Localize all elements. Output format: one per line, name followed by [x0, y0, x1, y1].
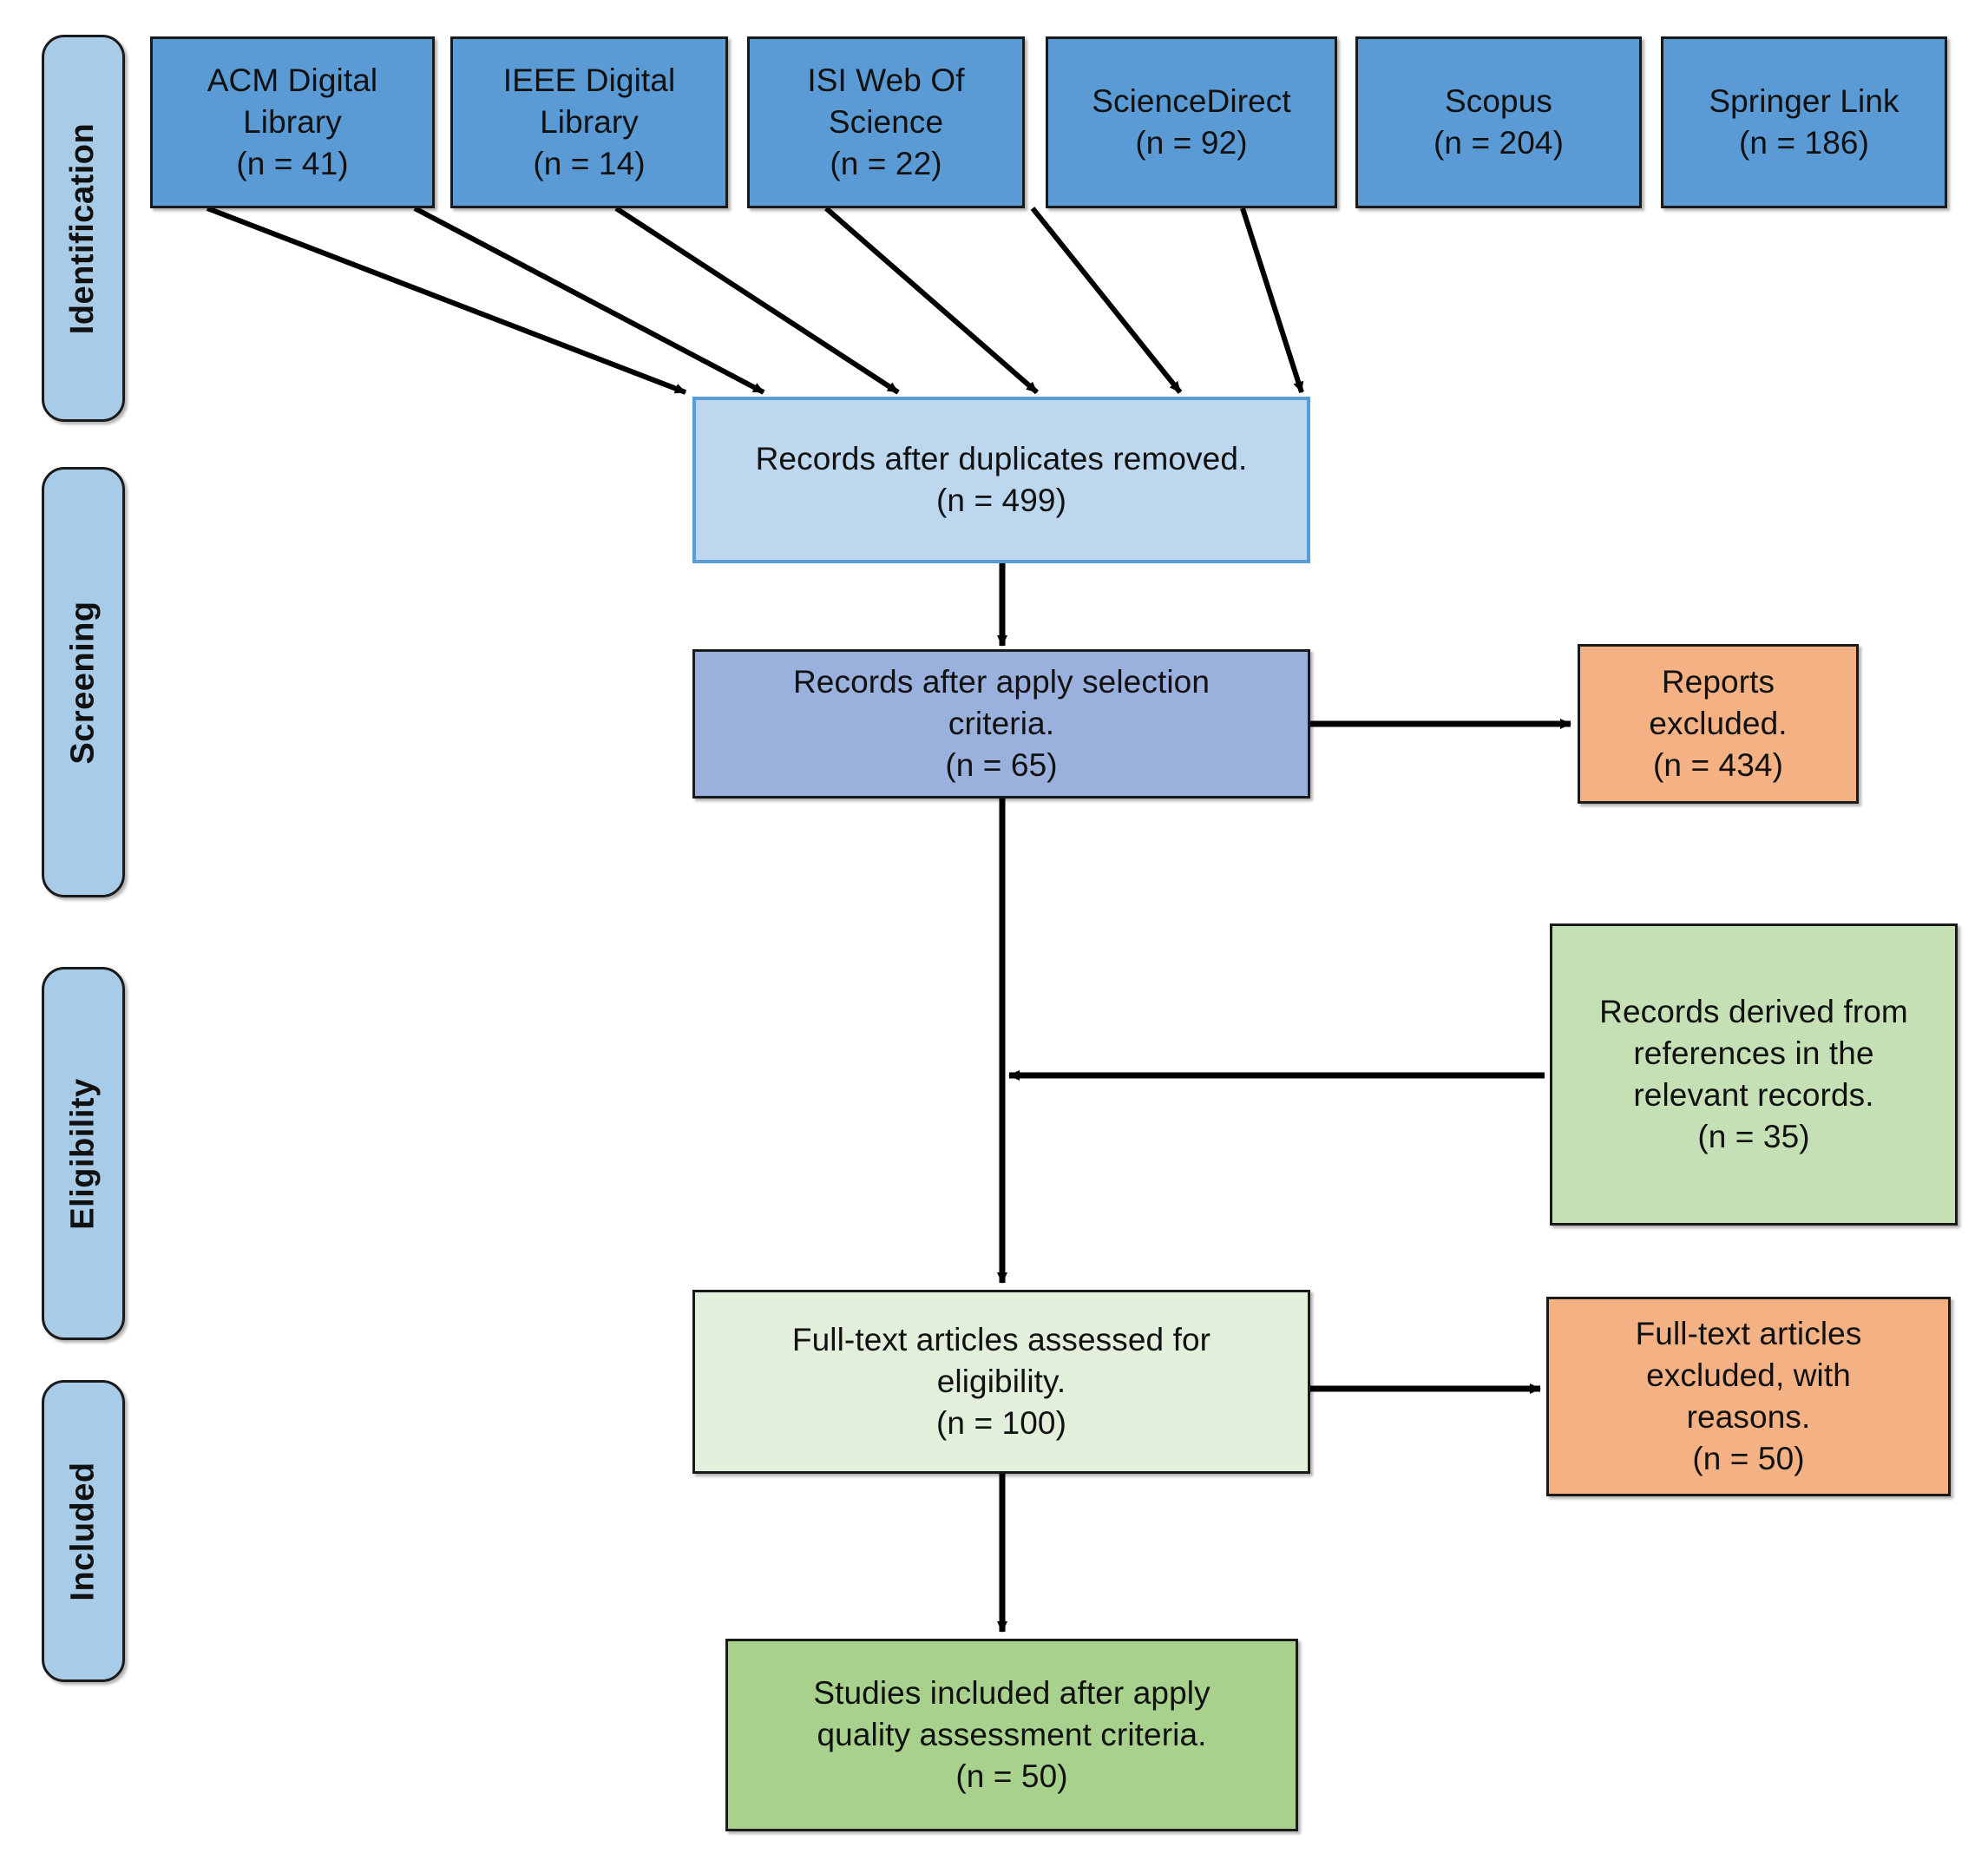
- node-records-derived[interactable]: Records derived from references in the r…: [1550, 923, 1958, 1226]
- node-records-derived-text: Records derived from references in the r…: [1599, 993, 1908, 1155]
- stage-pill-screening[interactable]: Screening: [42, 467, 125, 897]
- stage-label-included: Included: [64, 1461, 102, 1601]
- stage-pill-eligibility[interactable]: Eligibility: [42, 967, 125, 1340]
- node-records-after-selection-text: Records after apply selection criteria. …: [792, 663, 1211, 784]
- stage-pill-included[interactable]: Included: [42, 1380, 125, 1682]
- node-included-studies-text: Studies included after apply quality ass…: [813, 1674, 1211, 1795]
- source-box-sciencedirect[interactable]: ScienceDirect (n = 92): [1046, 36, 1337, 208]
- stage-label-eligibility: Eligibility: [64, 1077, 102, 1230]
- source-box-sciencedirect-text: ScienceDirect (n = 92): [1092, 82, 1291, 161]
- source-box-ieee-text: IEEE Digital Library (n = 14): [502, 62, 676, 182]
- node-reports-excluded-text: Reports excluded. (n = 434): [1649, 663, 1788, 784]
- source-box-springer-text: Springer Link (n = 186): [1709, 82, 1899, 161]
- source-box-scopus[interactable]: Scopus (n = 204): [1355, 36, 1642, 208]
- source-box-springer[interactable]: Springer Link (n = 186): [1661, 36, 1947, 208]
- node-reports-excluded[interactable]: Reports excluded. (n = 434): [1578, 644, 1859, 804]
- source-box-isi-text: ISI Web Of Science (n = 22): [807, 62, 965, 182]
- node-fulltext-excluded-text: Full-text articles excluded, with reason…: [1635, 1315, 1862, 1477]
- node-records-after-selection[interactable]: Records after apply selection criteria. …: [692, 649, 1310, 799]
- node-fulltext-assessed[interactable]: Full-text articles assessed for eligibil…: [692, 1290, 1310, 1474]
- source-box-isi[interactable]: ISI Web Of Science (n = 22): [747, 36, 1025, 208]
- stage-label-identification: Identification: [64, 122, 102, 334]
- source-to-duplicates-arrows: [206, 206, 1304, 395]
- source-box-scopus-text: Scopus (n = 204): [1433, 82, 1565, 161]
- node-fulltext-excluded[interactable]: Full-text articles excluded, with reason…: [1546, 1297, 1951, 1496]
- node-records-after-duplicates-text: Records after duplicates removed. (n = 4…: [755, 440, 1248, 518]
- stage-pill-identification[interactable]: Identification: [42, 35, 125, 422]
- source-box-acm[interactable]: ACM Digital Library (n = 41): [150, 36, 435, 208]
- source-box-acm-text: ACM Digital Library (n = 41): [207, 62, 378, 182]
- node-records-after-duplicates[interactable]: Records after duplicates removed. (n = 4…: [692, 397, 1310, 563]
- source-box-ieee[interactable]: IEEE Digital Library (n = 14): [450, 36, 728, 208]
- node-included-studies[interactable]: Studies included after apply quality ass…: [725, 1639, 1298, 1831]
- node-fulltext-assessed-text: Full-text articles assessed for eligibil…: [791, 1321, 1211, 1442]
- stage-label-screening: Screening: [64, 600, 102, 765]
